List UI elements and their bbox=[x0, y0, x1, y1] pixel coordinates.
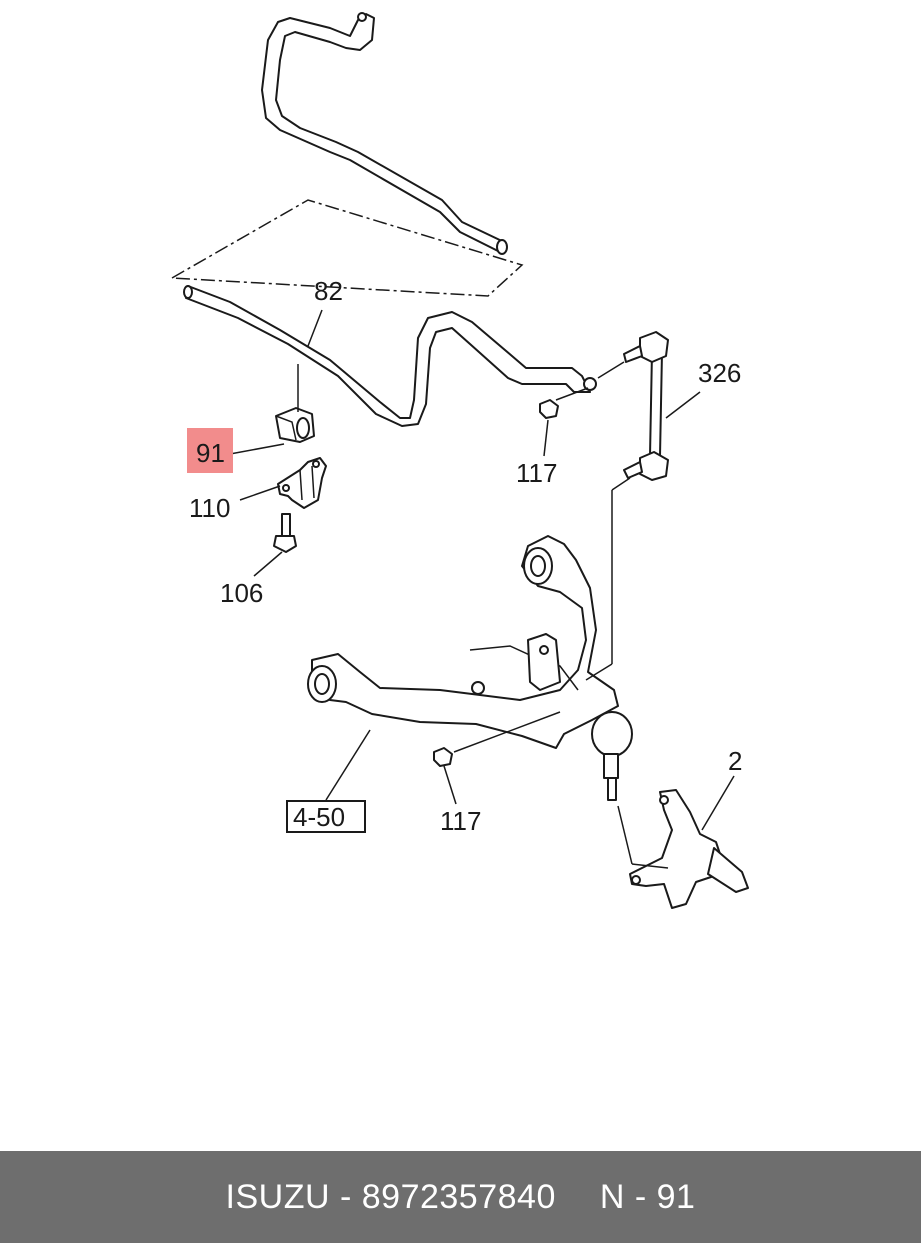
bushing-bracket bbox=[277, 457, 327, 509]
lower-control-arm bbox=[307, 535, 619, 749]
parts-diagram: 82 91 110 106 117 326 117 4-50 2 bbox=[169, 12, 749, 909]
leader-lines bbox=[229, 309, 735, 869]
ball-joint bbox=[591, 711, 633, 801]
stabilizer-link bbox=[623, 331, 669, 481]
reference-text: N - 91 bbox=[599, 1177, 696, 1216]
callout-box-4-50 bbox=[286, 800, 366, 833]
callout-117-lower: 117 bbox=[440, 806, 481, 836]
stabilizer-bar-upper-view bbox=[261, 12, 508, 255]
nut-lower bbox=[433, 747, 453, 767]
callout-4-50: 4-50 bbox=[293, 802, 345, 832]
callout-326: 326 bbox=[698, 358, 741, 388]
callout-2: 2 bbox=[728, 746, 742, 776]
callout-117-upper: 117 bbox=[516, 458, 557, 488]
steering-knuckle bbox=[629, 789, 749, 909]
nut-upper bbox=[539, 399, 559, 419]
callout-91: 91 bbox=[196, 438, 225, 468]
bushing bbox=[275, 407, 315, 443]
stabilizer-bar bbox=[183, 285, 597, 427]
bolt bbox=[273, 513, 297, 553]
part-number-footer: ISUZU - 8972357840 N - 91 bbox=[0, 1151, 921, 1243]
callout-106: 106 bbox=[220, 578, 263, 608]
dashed-reference-plane bbox=[169, 199, 524, 297]
part-number-text: ISUZU - 8972357840 bbox=[225, 1177, 556, 1216]
callout-highlight bbox=[187, 428, 233, 473]
callout-110: 110 bbox=[189, 493, 230, 523]
callout-82: 82 bbox=[314, 276, 343, 306]
